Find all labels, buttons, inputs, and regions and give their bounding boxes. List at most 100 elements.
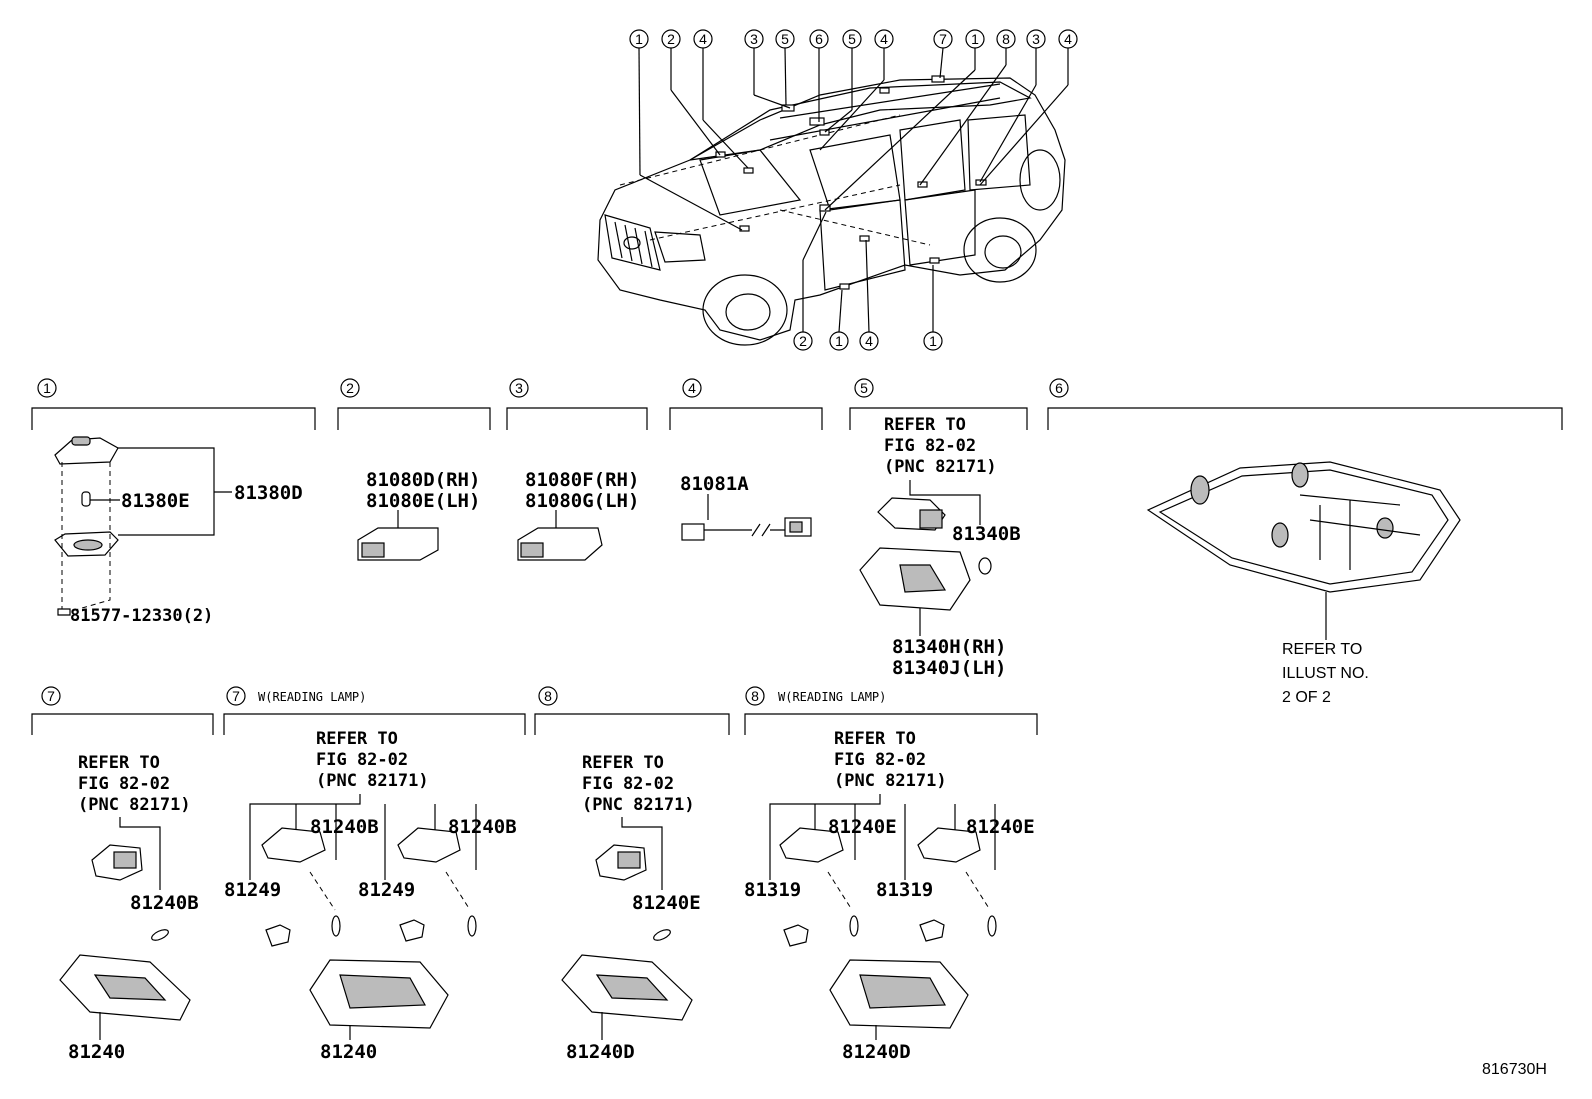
note-line-3: 2 OF 2 <box>1282 689 1331 706</box>
callout-circle: 4 <box>693 29 713 49</box>
svg-text:1: 1 <box>835 333 843 349</box>
bulb-icon <box>987 915 997 937</box>
figure-id: 816730H <box>1482 1061 1547 1078</box>
section-8w-tag: W(READING LAMP) <box>778 690 886 704</box>
part-81240E-a: 81240E <box>828 816 897 838</box>
svg-text:1: 1 <box>635 31 643 47</box>
svg-text:2: 2 <box>799 333 807 349</box>
vehicle-illustration <box>597 75 1066 346</box>
socket-icon <box>261 827 326 863</box>
part-81240-w: 81240 <box>320 1041 377 1063</box>
part-81577-12330: 81577-12330(2) <box>70 606 213 626</box>
svg-text:FIG 82-02: FIG 82-02 <box>78 774 170 794</box>
section-5-parts: REFER TO FIG 82-02 (PNC 82171) 81340B 81… <box>859 415 1021 679</box>
svg-text:FIG 82-02: FIG 82-02 <box>316 750 408 770</box>
socket-icon <box>265 924 291 947</box>
svg-text:4: 4 <box>699 31 707 47</box>
part-81080G: 81080G(LH) <box>525 490 639 512</box>
callout-circle: 5 <box>842 29 862 49</box>
callout-circle: 2 <box>793 331 813 351</box>
section-7w-tag: W(READING LAMP) <box>258 690 366 704</box>
part-81240: 81240 <box>68 1041 125 1063</box>
callout-circle: 2 <box>661 29 681 49</box>
socket-icon <box>779 827 844 863</box>
part-81240D-w: 81240D <box>842 1041 911 1063</box>
refer-line-2: FIG 82-02 <box>884 436 976 456</box>
svg-text:FIG 82-02: FIG 82-02 <box>582 774 674 794</box>
svg-text:3: 3 <box>1032 31 1040 47</box>
svg-text:4: 4 <box>880 31 888 47</box>
socket-icon <box>919 919 945 942</box>
section-6-parts: REFER TO ILLUST NO. 2 OF 2 <box>1146 461 1461 706</box>
section-2-parts: 81080D(RH) 81080E(LH) <box>357 469 480 561</box>
section-7w-number: 7 <box>232 688 240 704</box>
section-8-number: 8 <box>544 688 552 704</box>
connector-icon <box>681 523 705 541</box>
section-7w-parts: REFER TO FIG 82-02 (PNC 82171) 81240B 81… <box>224 729 517 1063</box>
part-81240D: 81240D <box>566 1041 635 1063</box>
vehicle-leader-lines <box>638 47 1069 333</box>
callout-circle: 3 <box>744 29 764 49</box>
bulb-icon <box>978 557 992 575</box>
section-5-number: 5 <box>860 380 868 396</box>
callout-circle: 1 <box>629 29 649 49</box>
part-81081A: 81081A <box>680 473 749 495</box>
svg-text:REFER TO: REFER TO <box>78 753 160 773</box>
svg-text:REFER TO: REFER TO <box>316 729 398 749</box>
svg-text:4: 4 <box>1064 31 1072 47</box>
part-81080E: 81080E(LH) <box>366 490 480 512</box>
section-8-parts: REFER TO FIG 82-02 (PNC 82171) 81240E 81… <box>561 753 701 1063</box>
bulb-icon <box>331 915 341 937</box>
section-1-number: 1 <box>43 380 51 396</box>
part-81380D: 81380D <box>234 482 303 504</box>
svg-text:5: 5 <box>848 31 856 47</box>
part-81240B: 81240B <box>130 892 199 914</box>
part-81080D: 81080D(RH) <box>366 469 480 491</box>
socket-icon <box>783 924 809 947</box>
section-4-parts: 81081A <box>680 473 812 541</box>
section-7-parts: REFER TO FIG 82-02 (PNC 82171) 81240B 81… <box>59 753 199 1063</box>
section-2-number: 2 <box>346 380 354 396</box>
svg-text:1: 1 <box>971 31 979 47</box>
svg-text:4: 4 <box>865 333 873 349</box>
bulb-icon <box>81 491 91 507</box>
callout-circle: 4 <box>874 29 894 49</box>
part-81340B: 81340B <box>952 523 1021 545</box>
part-81240E: 81240E <box>632 892 701 914</box>
vehicle-callouts-top: 1 2 4 3 5 6 5 4 7 1 8 3 4 <box>629 29 1078 49</box>
part-81249-a: 81249 <box>224 879 281 901</box>
svg-text:7: 7 <box>939 31 947 47</box>
section-4-number: 4 <box>688 380 696 396</box>
socket-icon <box>399 919 425 942</box>
svg-text:REFER TO: REFER TO <box>582 753 664 773</box>
row2-brackets: 7 7 W(READING LAMP) 8 8 W(READING LAMP) <box>31 686 1038 735</box>
svg-text:(PNC 82171): (PNC 82171) <box>834 771 947 791</box>
part-81319-a: 81319 <box>744 879 801 901</box>
refer-line-1: REFER TO <box>884 415 966 435</box>
callout-circle: 3 <box>1026 29 1046 49</box>
svg-text:2: 2 <box>667 31 675 47</box>
svg-text:5: 5 <box>781 31 789 47</box>
svg-text:(PNC 82171): (PNC 82171) <box>582 795 695 815</box>
callout-circle: 4 <box>1058 29 1078 49</box>
callout-circle: 8 <box>996 29 1016 49</box>
svg-text:(PNC 82171): (PNC 82171) <box>78 795 191 815</box>
section-7-number: 7 <box>47 688 55 704</box>
refer-line-3: (PNC 82171) <box>884 457 997 477</box>
callout-circle: 1 <box>965 29 985 49</box>
part-81249-b: 81249 <box>358 879 415 901</box>
note-line-2: ILLUST NO. <box>1282 665 1369 682</box>
section-1-parts: 81380E 81380D 81577-12330(2) <box>54 436 303 626</box>
row1-brackets: 1 2 3 4 5 6 <box>31 378 1563 430</box>
section-8w-parts: REFER TO FIG 82-02 (PNC 82171) 81240E 81… <box>744 729 1035 1063</box>
section-3-number: 3 <box>515 380 523 396</box>
console-assembly-icon <box>1146 461 1461 593</box>
svg-text:6: 6 <box>815 31 823 47</box>
section-3-parts: 81080F(RH) 81080G(LH) <box>517 469 639 561</box>
part-81080F: 81080F(RH) <box>525 469 639 491</box>
bulb-icon <box>151 929 169 941</box>
part-81240E-b: 81240E <box>966 816 1035 838</box>
callout-circle: 1 <box>829 331 849 351</box>
section-8w-number: 8 <box>751 688 759 704</box>
